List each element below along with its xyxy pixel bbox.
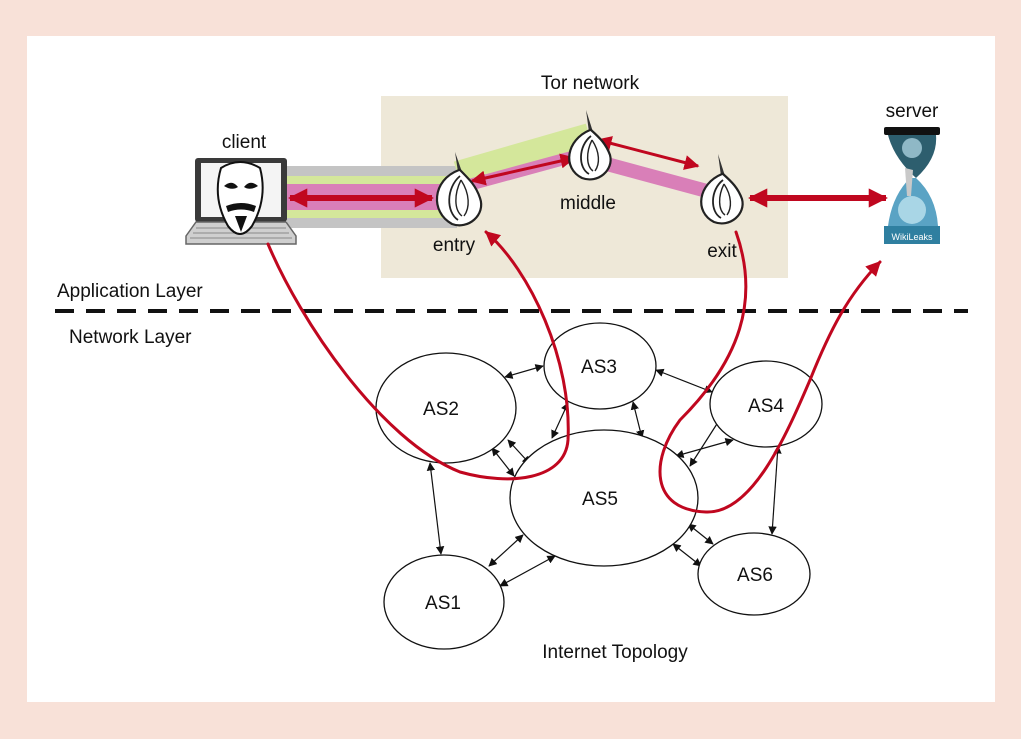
exit-to-server-path xyxy=(658,230,882,514)
as3-label: AS3 xyxy=(581,357,617,378)
entry-label: entry xyxy=(433,235,476,256)
exit-relay-onion-icon xyxy=(700,154,744,225)
link-as2-as5-a xyxy=(491,447,515,477)
client-label: client xyxy=(222,132,267,153)
link-as1-as5-a xyxy=(488,534,524,567)
link-as3-as5-b xyxy=(630,401,645,439)
link-as1-as5-b xyxy=(499,555,556,587)
middle-exit-arrow xyxy=(596,136,700,170)
as6-label: AS6 xyxy=(737,565,773,586)
as1-label: AS1 xyxy=(425,593,461,614)
internet-topology-caption: Internet Topology xyxy=(542,642,688,663)
link-as2-as1 xyxy=(426,462,445,555)
exit-label: exit xyxy=(707,241,737,262)
client-to-entry-path xyxy=(266,230,570,481)
middle-label: middle xyxy=(560,193,616,214)
as1-node xyxy=(383,554,505,650)
server-wikileaks-logo-icon: WikiLeaks xyxy=(884,127,940,244)
application-layer-label: Application Layer xyxy=(57,281,203,302)
as6-node xyxy=(697,532,811,616)
link-as3-as5-a xyxy=(551,402,569,439)
as3-node xyxy=(543,322,657,410)
client-laptop-icon xyxy=(185,158,297,245)
as4-label: AS4 xyxy=(748,396,784,417)
server-label: server xyxy=(886,101,939,122)
tor-network-title: Tor network xyxy=(541,73,640,94)
link-as5-as6-b xyxy=(672,543,702,567)
as4-node xyxy=(709,360,823,448)
link-as5-as6-a xyxy=(687,523,714,545)
entry-middle-arrow xyxy=(470,153,576,186)
network-layer-label: Network Layer xyxy=(69,327,192,348)
link-as3-as4 xyxy=(655,368,713,394)
as2-label: AS2 xyxy=(423,399,459,420)
middle-relay-onion-icon xyxy=(568,110,612,181)
link-as4-as6 xyxy=(768,445,782,535)
entry-relay-onion-icon xyxy=(436,152,483,227)
server-logo-text: WikiLeaks xyxy=(891,232,933,242)
anonymous-mask-icon xyxy=(216,161,264,235)
as5-label: AS5 xyxy=(582,489,618,510)
layer-mapping-curves xyxy=(266,230,882,514)
link-as2-as3 xyxy=(504,364,544,379)
